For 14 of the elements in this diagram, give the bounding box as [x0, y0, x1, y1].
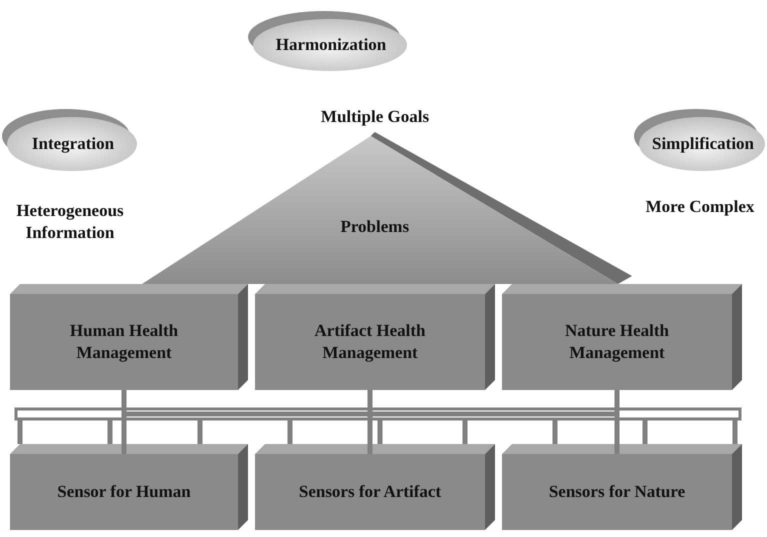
node-text: Nature Health Management: [564, 320, 670, 364]
annotation-text: Multiple Goals: [320, 106, 430, 128]
node-text: Sensors for Nature: [548, 481, 686, 503]
connector-line: [122, 388, 620, 456]
node-text: Artifact Health Management: [314, 320, 426, 364]
node-text: Sensor for Human: [56, 481, 192, 503]
node-text: Sensors for Artifact: [298, 481, 442, 503]
annotation-text: Heterogeneous Information: [15, 200, 125, 244]
node-text: Simplification: [650, 133, 755, 155]
node-text: Harmonization: [274, 34, 388, 56]
node-text: Human Health Management: [68, 320, 180, 364]
node-text: Integration: [30, 133, 116, 155]
annotation-text: More Complex: [644, 196, 756, 218]
node-text: Problems: [339, 216, 410, 238]
